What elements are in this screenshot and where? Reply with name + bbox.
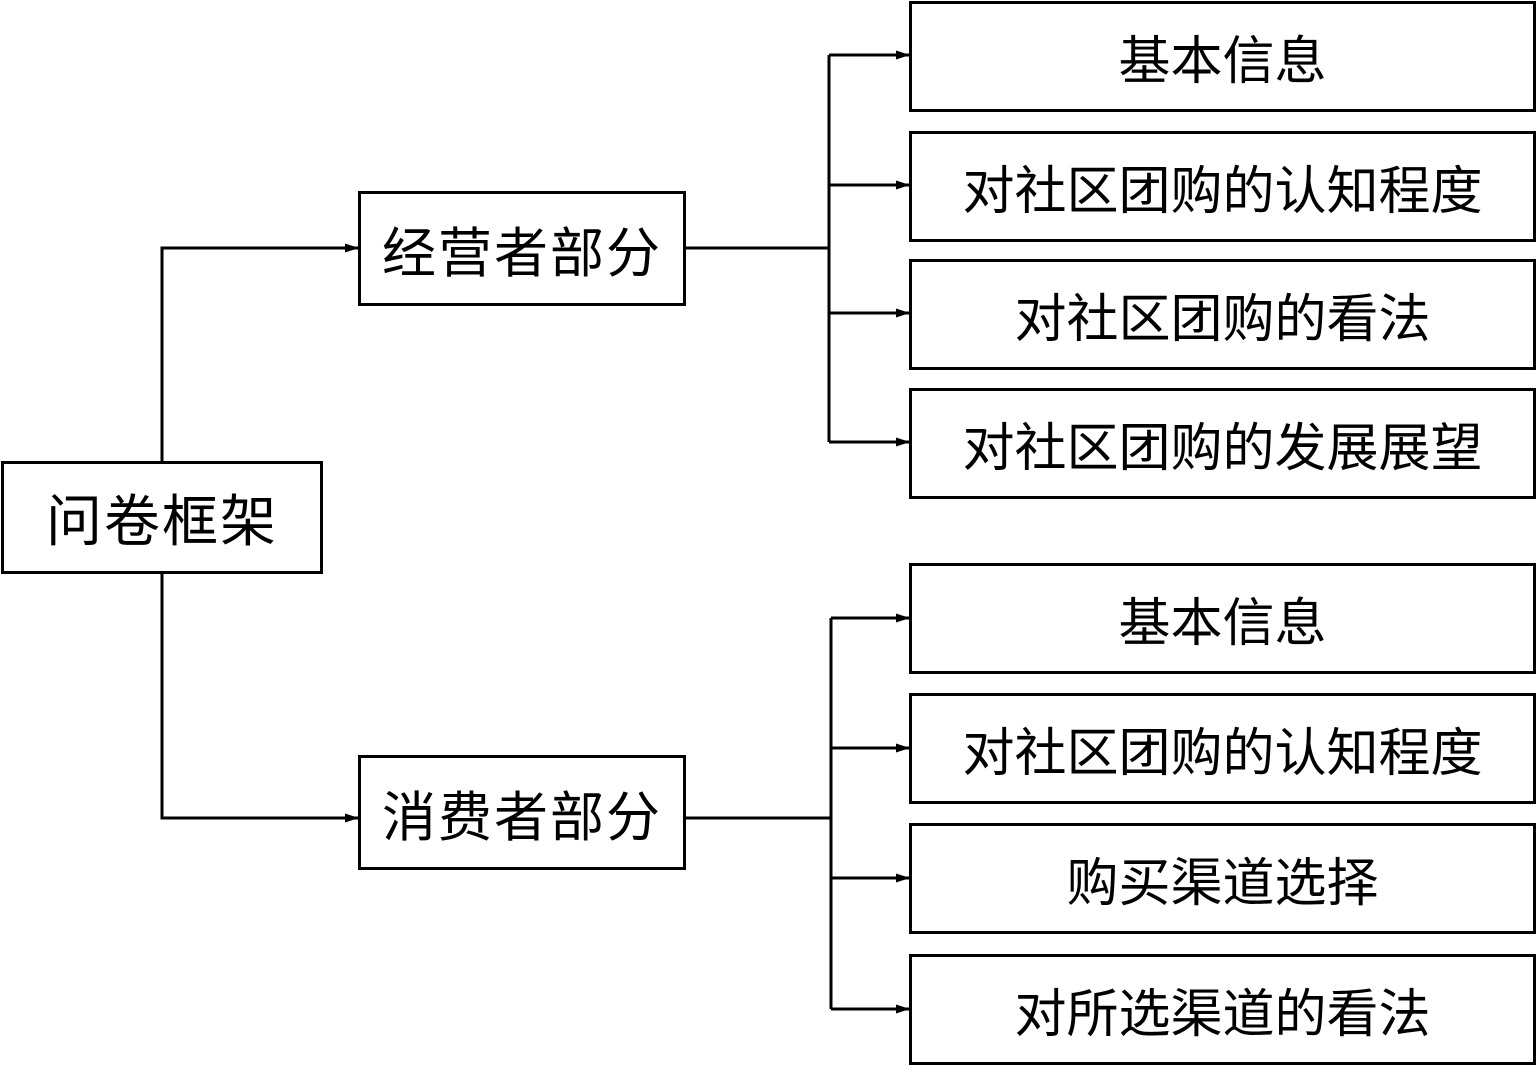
leaf-node: 对所选渠道的看法 xyxy=(909,954,1536,1065)
leaf-node: 对社区团购的认知程度 xyxy=(909,693,1536,804)
leaf-node: 基本信息 xyxy=(909,563,1536,674)
leaf-label: 对社区团购的认知程度 xyxy=(962,724,1483,784)
section-node-consumer: 消费者部分 xyxy=(358,755,686,870)
leaf-node: 基本信息 xyxy=(909,1,1536,112)
root-connector xyxy=(160,243,359,461)
root-node: 问卷框架 xyxy=(1,461,323,574)
leaf-label: 对所选渠道的看法 xyxy=(1014,985,1431,1045)
leaf-node: 对社区团购的认知程度 xyxy=(909,131,1536,242)
leaf-node: 购买渠道选择 xyxy=(909,823,1536,934)
section-node-operator: 经营者部分 xyxy=(358,191,686,306)
section-label-operator: 经营者部分 xyxy=(382,222,662,285)
root-connector xyxy=(160,574,359,823)
leaf-label: 对社区团购的认知程度 xyxy=(962,162,1483,222)
leaf-node: 对社区团购的发展展望 xyxy=(909,388,1536,499)
leaf-label: 对社区团购的发展展望 xyxy=(962,419,1483,479)
leaf-label: 基本信息 xyxy=(1118,32,1327,92)
section-label-consumer: 消费者部分 xyxy=(382,786,662,849)
leaf-label: 购买渠道选择 xyxy=(1066,854,1379,914)
leaf-node: 对社区团购的看法 xyxy=(909,259,1536,370)
root-node-label: 问卷框架 xyxy=(46,490,278,555)
leaf-label: 对社区团购的看法 xyxy=(1014,290,1431,350)
leaf-label: 基本信息 xyxy=(1118,594,1327,654)
